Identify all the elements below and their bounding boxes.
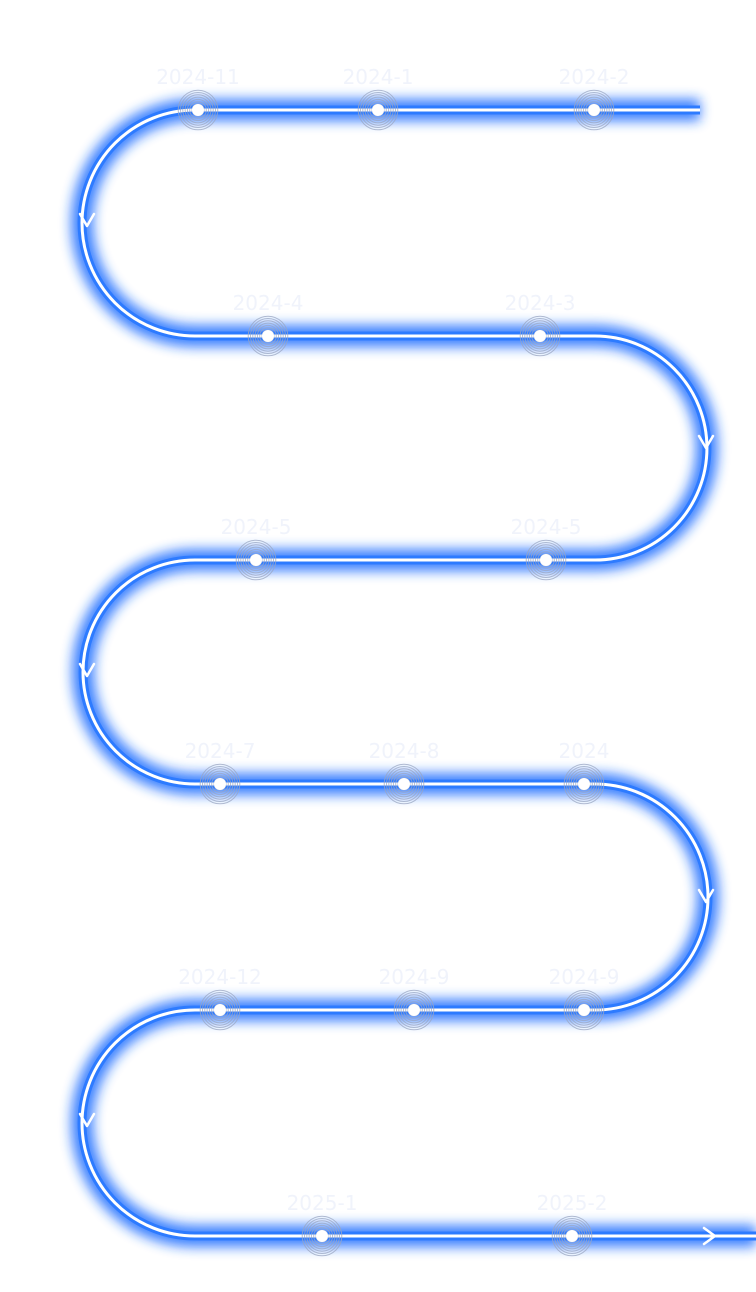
timeline-nodes: 2024-11 2024-1 2024-2 2024-4 2024-3 2024-5 202… — [156, 65, 630, 1257]
timeline-node[interactable]: 2024-5 — [221, 515, 292, 581]
timeline-node[interactable]: 2024-7 — [185, 739, 256, 805]
node-dot — [578, 778, 590, 790]
arrow-down-icon — [78, 662, 96, 678]
node-dot — [372, 104, 384, 116]
timeline-node[interactable]: 2024-8 — [369, 739, 440, 805]
node-date-label: 2024-8 — [369, 739, 440, 763]
timeline-node[interactable]: 2024-9 — [379, 965, 450, 1031]
timeline-node[interactable]: 2025-1 — [287, 1191, 358, 1257]
timeline-node[interactable]: 2024-12 — [178, 965, 262, 1031]
node-date-label: 2024-3 — [505, 291, 576, 315]
direction-arrows — [78, 212, 717, 1246]
arrow-down-icon — [697, 434, 715, 450]
node-date-label: 2024-2 — [559, 65, 630, 89]
node-dot — [588, 104, 600, 116]
node-date-label: 2024-11 — [156, 65, 240, 89]
node-dot — [214, 778, 226, 790]
node-halo — [235, 539, 277, 581]
node-dot — [398, 778, 410, 790]
node-halo — [551, 1215, 593, 1257]
track-band — [77, 105, 756, 1241]
timeline-node[interactable]: 2024-5 — [511, 515, 582, 581]
node-halo — [247, 315, 289, 357]
node-date-label: 2024-7 — [185, 739, 256, 763]
timeline-node[interactable]: 2024-9 — [549, 965, 620, 1031]
arrow-down-icon — [697, 888, 715, 904]
timeline-node[interactable]: 2024-4 — [233, 291, 304, 357]
timeline-node[interactable]: 2024 — [559, 739, 610, 805]
node-date-label: 2024-9 — [379, 965, 450, 989]
node-dot — [540, 554, 552, 566]
node-dot — [250, 554, 262, 566]
node-date-label: 2024-9 — [549, 965, 620, 989]
node-dot — [262, 330, 274, 342]
node-date-label: 2024-5 — [511, 515, 582, 539]
timeline-node[interactable]: 2024-11 — [156, 65, 240, 131]
node-dot — [578, 1004, 590, 1016]
track-line — [80, 108, 756, 1238]
node-date-label: 2024-5 — [221, 515, 292, 539]
node-dot — [534, 330, 546, 342]
node-date-label: 2025-1 — [287, 1191, 358, 1215]
node-dot — [192, 104, 204, 116]
node-date-label: 2024-1 — [343, 65, 414, 89]
arrow-down-icon — [78, 1112, 96, 1128]
timeline-node[interactable]: 2025-2 — [537, 1191, 608, 1257]
node-halo — [573, 89, 615, 131]
node-date-label: 2025-2 — [537, 1191, 608, 1215]
arrow-down-icon — [78, 212, 96, 228]
timeline-node[interactable]: 2024-2 — [559, 65, 630, 131]
node-date-label: 2024 — [559, 739, 610, 763]
node-date-label: 2024-12 — [178, 965, 262, 989]
node-dot — [214, 1004, 226, 1016]
timeline-node[interactable]: 2024-3 — [505, 291, 576, 357]
node-dot — [408, 1004, 420, 1016]
timeline-node[interactable]: 2024-1 — [343, 65, 414, 131]
node-date-label: 2024-4 — [233, 291, 304, 315]
node-dot — [566, 1230, 578, 1242]
node-halo — [177, 89, 219, 131]
track-glow — [71, 99, 756, 1247]
arrow-right-icon — [702, 1226, 717, 1246]
node-dot — [316, 1230, 328, 1242]
node-halo — [199, 763, 241, 805]
